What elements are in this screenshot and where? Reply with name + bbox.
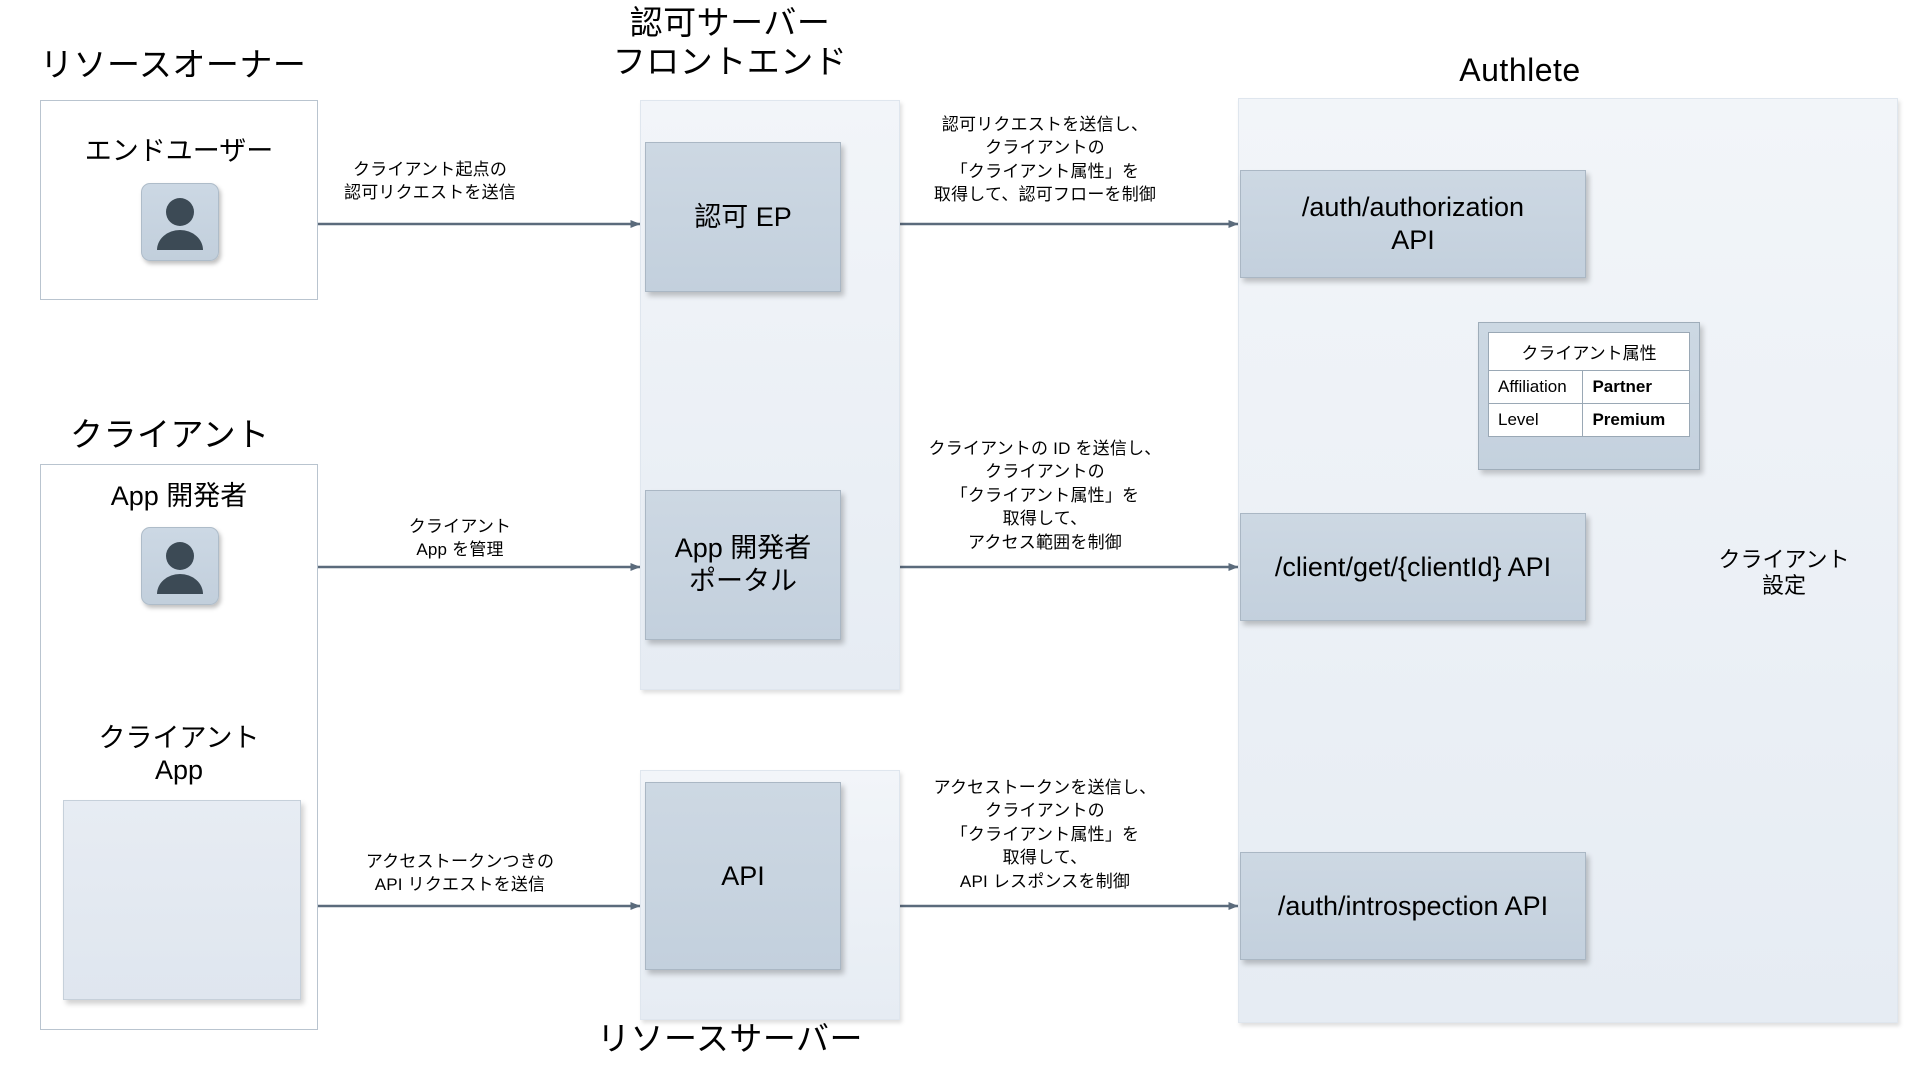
title-authlete: Authlete [1459, 52, 1581, 88]
arrow-label-app-to-api: アクセストークンつきの API リクエストを送信 [365, 852, 555, 895]
box-developer-portal[interactable]: App 開発者 ポータル [645, 490, 841, 640]
datastore-label: クライアント 設定 [1718, 547, 1850, 599]
label-client-app: クライアント App [98, 723, 260, 786]
title-auth-server-frontend: 認可サーバー フロントエンド [612, 4, 848, 80]
attr-table-header: クライアント属性 [1488, 332, 1690, 371]
attr-key-level: Level [1487, 403, 1584, 437]
avatar-end-user [141, 183, 219, 261]
table-row-header: クライアント属性 [1488, 332, 1690, 371]
box-authorization-ep[interactable]: 認可 EP [645, 142, 841, 292]
client-attributes-table: クライアント属性 Affiliation Partner Level Premi… [1487, 332, 1690, 437]
arrow-label-portal-to-client-get: クライアントの ID を送信し、 クライアントの 「クライアント属性」を 取得し… [928, 439, 1162, 552]
box-authorization-api[interactable]: /auth/authorization API [1240, 170, 1586, 278]
person-icon [157, 198, 203, 250]
avatar-app-developer [141, 527, 219, 605]
title-client: クライアント [70, 416, 270, 453]
box-api[interactable]: API [645, 782, 841, 970]
box-client-app [63, 800, 301, 1000]
table-row: Level Premium [1487, 403, 1690, 437]
label-app-developer: App 開発者 [110, 481, 248, 511]
title-resource-server: リソースサーバー [596, 1020, 864, 1057]
arrow-label-developer-to-portal: クライアント App を管理 [408, 517, 512, 560]
label-end-user: エンドユーザー [84, 136, 274, 166]
box-introspection-api[interactable]: /auth/introspection API [1240, 852, 1586, 960]
table-row: Affiliation Partner [1487, 370, 1690, 404]
datastore-client-config: クライアント 設定 [1712, 517, 1856, 639]
attr-value-affiliation: Partner [1582, 370, 1690, 404]
title-resource-owner: リソースオーナー [40, 46, 307, 83]
person-icon [157, 542, 203, 594]
arrow-label-authz-ep-to-authorization-api: 認可リクエストを送信し、 クライアントの 「クライアント属性」を 取得して、認可… [933, 115, 1157, 205]
box-client-get-api[interactable]: /client/get/{clientId} API [1240, 513, 1586, 621]
arrow-label-user-to-authz-ep: クライアント起点の 認可リクエストを送信 [344, 160, 516, 203]
callout-client-attributes: クライアント属性 Affiliation Partner Level Premi… [1478, 322, 1700, 470]
arrow-label-api-to-introspection: アクセストークンを送信し、 クライアントの 「クライアント属性」を 取得して、 … [933, 778, 1157, 891]
attr-key-affiliation: Affiliation [1487, 370, 1584, 404]
attr-value-level: Premium [1582, 403, 1690, 437]
